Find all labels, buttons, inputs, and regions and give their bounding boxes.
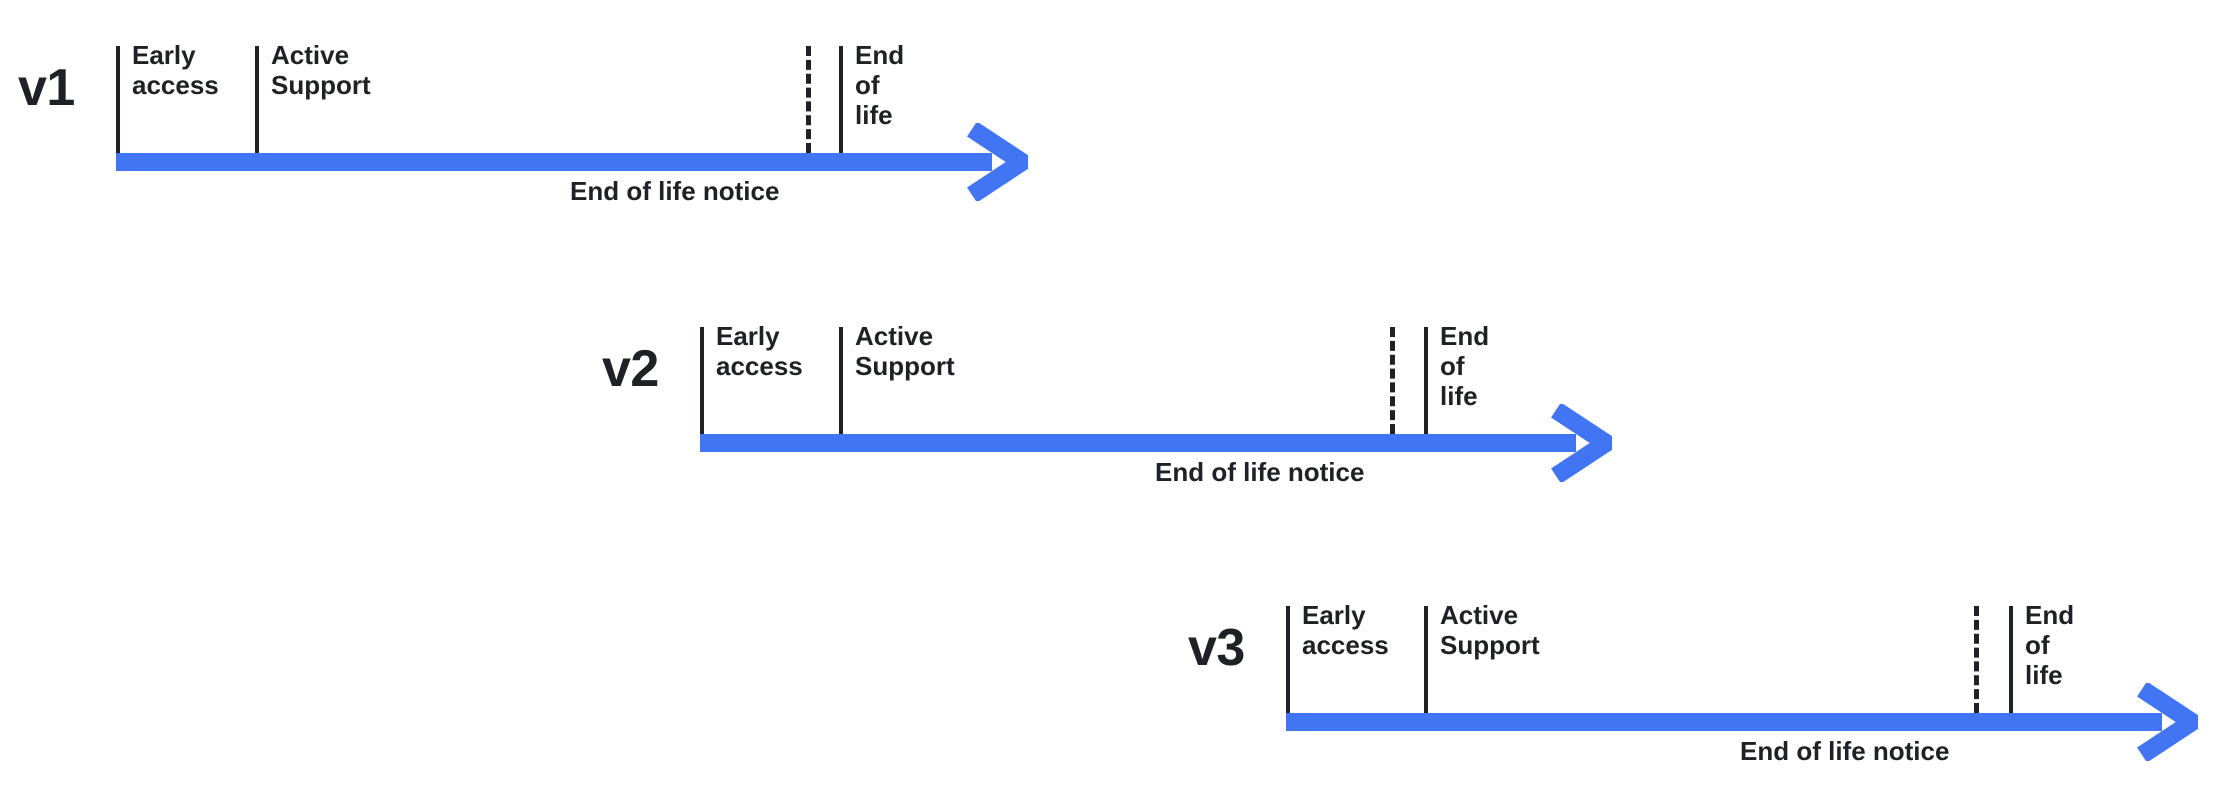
phase-label-active-support: Active Support <box>855 321 955 382</box>
tick-dashed-end-of-life-notice <box>1974 606 1979 713</box>
phase-label-end-of-life: End of life <box>855 40 905 131</box>
tick-start <box>116 46 120 153</box>
tick-active-support <box>839 327 843 434</box>
tick-start <box>1286 606 1290 713</box>
version-label: v3 <box>1188 619 1245 677</box>
phase-label-active-support: Active Support <box>1440 600 1540 661</box>
tick-active-support <box>255 46 259 153</box>
version-label: v1 <box>18 59 75 117</box>
tick-end-of-life <box>2009 606 2013 713</box>
tick-active-support <box>1424 606 1428 713</box>
tick-end-of-life <box>1424 327 1428 434</box>
tick-dashed-end-of-life-notice <box>1390 327 1395 434</box>
label-end-of-life-notice: End of life notice <box>1740 736 1950 766</box>
phase-label-end-of-life: End of life <box>2025 600 2075 691</box>
tick-start <box>700 327 704 434</box>
timeline-bar <box>1286 713 2162 731</box>
tick-dashed-end-of-life-notice <box>806 46 811 153</box>
arrow-head-icon <box>966 123 1028 201</box>
label-end-of-life-notice: End of life notice <box>1155 457 1365 487</box>
arrow-head-icon <box>1550 404 1612 482</box>
phase-label-early-access: Early access <box>716 321 803 382</box>
arrow-head-icon <box>2136 683 2198 761</box>
phase-label-early-access: Early access <box>132 40 219 101</box>
timeline-bar <box>116 153 992 171</box>
label-end-of-life-notice: End of life notice <box>570 176 780 206</box>
timeline-bar <box>700 434 1576 452</box>
version-label: v2 <box>602 340 659 398</box>
phase-label-end-of-life: End of life <box>1440 321 1490 412</box>
tick-end-of-life <box>839 46 843 153</box>
phase-label-active-support: Active Support <box>271 40 371 101</box>
phase-label-early-access: Early access <box>1302 600 1389 661</box>
